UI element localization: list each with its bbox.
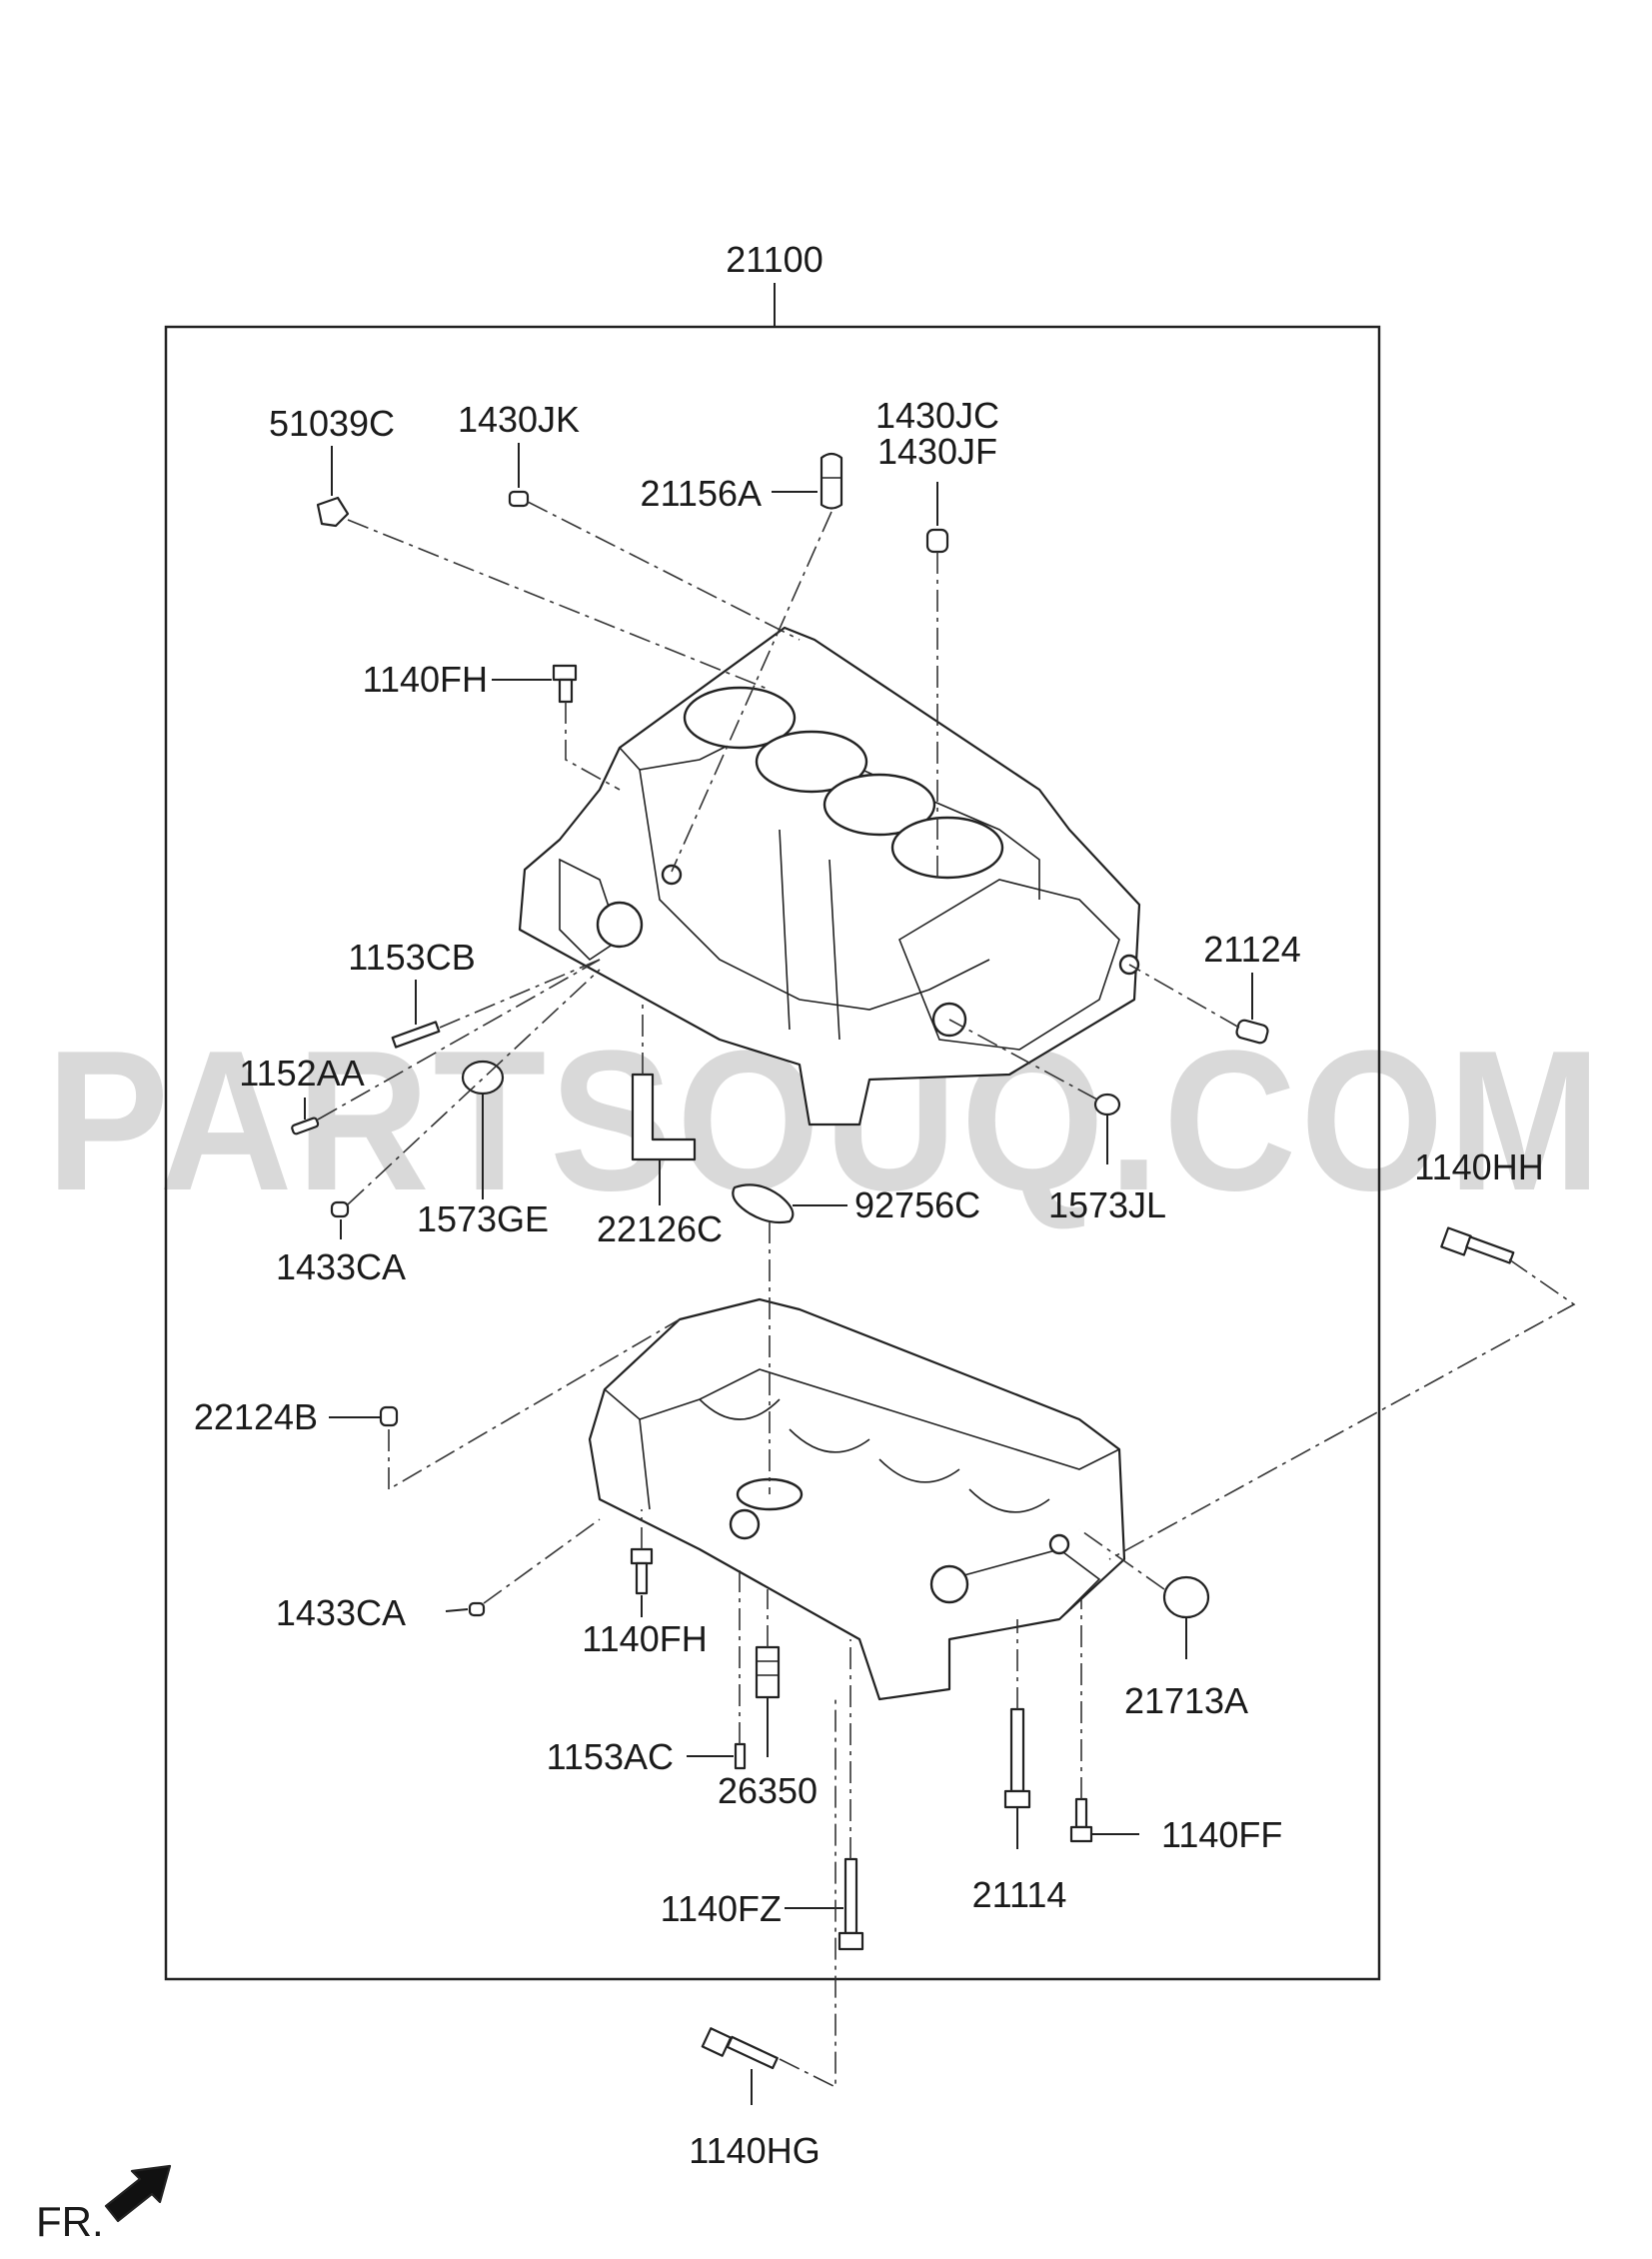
label-1430jf: 1430JF [877, 431, 997, 472]
pin-1153ac-shape [734, 1742, 747, 1770]
crankcase-lower [588, 1297, 1126, 1701]
label-1140hg: 1140HG [689, 2130, 820, 2171]
bolt-1140fh-top-shape [552, 664, 578, 704]
label-22126c: 22126C [597, 1208, 723, 1249]
label-21156a: 21156A [641, 473, 762, 514]
bolt-1140ff-shape [1069, 1797, 1093, 1843]
seal-21713a-shape [1162, 1575, 1210, 1619]
label-1573ge: 1573GE [417, 1198, 549, 1239]
label-1430jk: 1430JK [458, 399, 580, 440]
label-21713a: 21713A [1124, 1680, 1248, 1721]
label-1430jc: 1430JC [875, 395, 999, 436]
label-21124: 21124 [1203, 929, 1300, 970]
label-1140fh-top: 1140FH [363, 659, 488, 700]
assembly-centerlines [317, 501, 1576, 2089]
label-1152aa: 1152AA [239, 1053, 364, 1094]
label-1433ca-top: 1433CA [276, 1246, 406, 1287]
direction-label: FR. [36, 2198, 104, 2245]
gasket-92756c-shape [732, 1183, 795, 1224]
seal-1573jl-shape [1093, 1093, 1121, 1117]
pipe-22126c-shape [631, 1073, 697, 1161]
bolt-1140fz-shape [837, 1857, 864, 1951]
leader-lines [304, 443, 1253, 2105]
bolt-21114-shape [1003, 1707, 1031, 1809]
cap-1433ca-bottom-shape [468, 1601, 486, 1617]
label-1153ac: 1153AC [547, 1736, 674, 1777]
label-51039c: 51039C [269, 403, 395, 444]
label-21114: 21114 [972, 1874, 1067, 1915]
label-1140fh-bottom: 1140FH [582, 1618, 707, 1659]
label-1573jl: 1573JL [1048, 1184, 1166, 1225]
assembly-label: 21100 [726, 239, 823, 280]
front-direction-arrow [104, 2164, 172, 2223]
dowel-1430jc-shape [925, 528, 949, 554]
label-92756c: 92756C [854, 1184, 980, 1225]
label-1140fz: 1140FZ [661, 1888, 782, 1929]
label-1140hh: 1140HH [1414, 1146, 1543, 1187]
bolt-1140hg-shape [701, 2027, 779, 2070]
pin-1152aa-shape [291, 1117, 320, 1135]
dowel-1430jk-shape [508, 490, 530, 508]
assembly-frame [164, 325, 1381, 1981]
pin-21156a-shape [820, 452, 843, 510]
label-22124b: 22124B [194, 1396, 318, 1437]
dowel-22124b-shape [379, 1405, 399, 1427]
label-26350: 26350 [718, 1770, 818, 1811]
dowel-21124-shape [1235, 1019, 1269, 1045]
stud-1153cb-shape [391, 1021, 441, 1049]
label-1433ca-bottom: 1433CA [276, 1592, 406, 1633]
bolt-1140fh-bottom-shape [630, 1547, 654, 1595]
cap-1433ca-top-shape [330, 1200, 350, 1218]
cylinder-block-upper [518, 626, 1141, 1127]
plug-51039c-shape [316, 496, 350, 528]
fitting-26350-shape [755, 1645, 781, 1699]
label-1153cb: 1153CB [348, 937, 475, 978]
bolt-1140hh-shape [1440, 1226, 1515, 1264]
label-1140ff: 1140FF [1161, 1814, 1282, 1855]
